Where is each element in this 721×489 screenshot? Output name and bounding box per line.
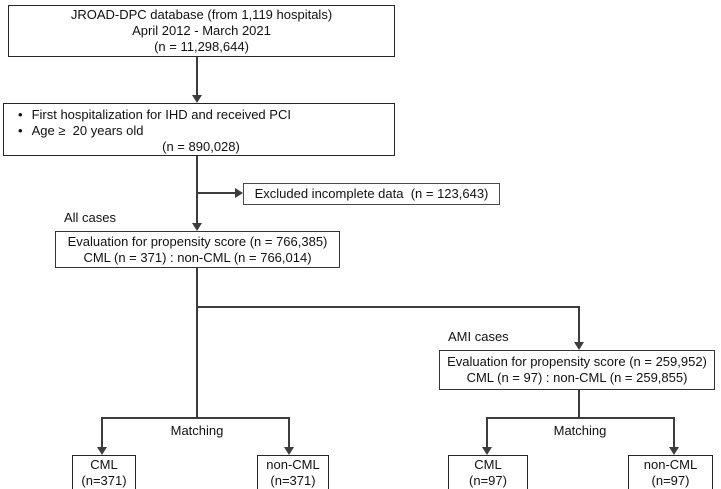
matching-split-right xyxy=(487,417,675,419)
connector-criteria-to-eval-all xyxy=(196,156,198,224)
database-line-2: April 2012 - March 2021 xyxy=(132,23,271,38)
cml-ami-line-1: CML xyxy=(474,457,502,472)
criteria-item-text: First hospitalization for IHD and receiv… xyxy=(31,107,291,122)
criteria-item-text: Age ≥ 20 years old xyxy=(31,123,144,138)
arrowhead-down-icon xyxy=(574,342,584,350)
database-line-1: JROAD-DPC database (from 1,119 hospitals… xyxy=(70,7,333,22)
criteria-n-value: (n = 890,028) xyxy=(162,139,240,154)
inclusion-criteria-box: • First hospitalization for IHD and rece… xyxy=(3,103,395,156)
matching-split-left xyxy=(102,417,290,419)
arrowhead-down-icon xyxy=(284,447,294,455)
evaluation-all-box: Evaluation for propensity score (n = 766… xyxy=(55,231,340,268)
connector-to-cml-ami xyxy=(486,417,488,448)
cml-all-line-2: (n=371) xyxy=(81,473,127,488)
ami-cases-label: AMI cases xyxy=(448,329,509,344)
all-cases-label: All cases xyxy=(64,210,117,225)
matching-left-label: Matching xyxy=(170,423,224,438)
connector-eval-ami-to-matching xyxy=(578,390,580,418)
bullet-icon: • xyxy=(18,123,23,138)
connector-into-eval-ami xyxy=(578,306,580,343)
arrowhead-down-icon xyxy=(192,223,202,231)
excluded-label: Excluded incomplete data (n = 123,643) xyxy=(254,186,489,201)
noncml-ami-box: non-CML (n=97) xyxy=(628,455,713,489)
evaluation-all-line-1: Evaluation for propensity score (n = 766… xyxy=(67,234,328,249)
bullet-icon: • xyxy=(18,107,23,122)
arrowhead-down-icon xyxy=(482,447,492,455)
noncml-all-line-1: non-CML xyxy=(266,457,320,472)
arrowhead-down-icon xyxy=(669,447,679,455)
database-box: JROAD-DPC database (from 1,119 hospitals… xyxy=(8,5,395,57)
evaluation-ami-box: Evaluation for propensity score (n = 259… xyxy=(439,350,715,390)
evaluation-ami-line-1: Evaluation for propensity score (n = 259… xyxy=(447,354,707,369)
evaluation-all-line-2: CML (n = 371) : non-CML (n = 766,014) xyxy=(83,250,312,265)
connector-to-noncml-all xyxy=(288,417,290,448)
arrowhead-right-icon xyxy=(235,188,243,198)
noncml-ami-line-1: non-CML xyxy=(643,457,698,472)
excluded-box: Excluded incomplete data (n = 123,643) xyxy=(243,183,500,205)
noncml-all-box: non-CML (n=371) xyxy=(257,455,329,489)
criteria-item: • Age ≥ 20 years old xyxy=(18,123,384,139)
connector-database-to-criteria xyxy=(196,57,198,96)
criteria-item: • First hospitalization for IHD and rece… xyxy=(18,107,384,123)
noncml-all-line-2: (n=371) xyxy=(270,473,316,488)
connector-to-cml-all xyxy=(101,417,103,448)
connector-to-noncml-ami xyxy=(673,417,675,448)
noncml-ami-line-2: (n=97) xyxy=(651,473,690,488)
cml-all-line-1: CML xyxy=(90,457,118,472)
matching-right-label: Matching xyxy=(553,423,607,438)
evaluation-ami-line-2: CML (n = 97) : non-CML (n = 259,855) xyxy=(466,370,688,385)
cml-ami-box: CML (n=97) xyxy=(448,455,528,489)
connector-branch-to-ami xyxy=(196,306,580,308)
arrowhead-down-icon xyxy=(97,447,107,455)
arrowhead-down-icon xyxy=(192,95,202,103)
database-line-3: (n = 11,298,644) xyxy=(154,39,249,54)
connector-eval-all-to-matching xyxy=(196,268,198,418)
connector-to-excluded xyxy=(197,192,236,194)
cml-all-box: CML (n=371) xyxy=(72,455,136,489)
cml-ami-line-2: (n=97) xyxy=(469,473,507,488)
